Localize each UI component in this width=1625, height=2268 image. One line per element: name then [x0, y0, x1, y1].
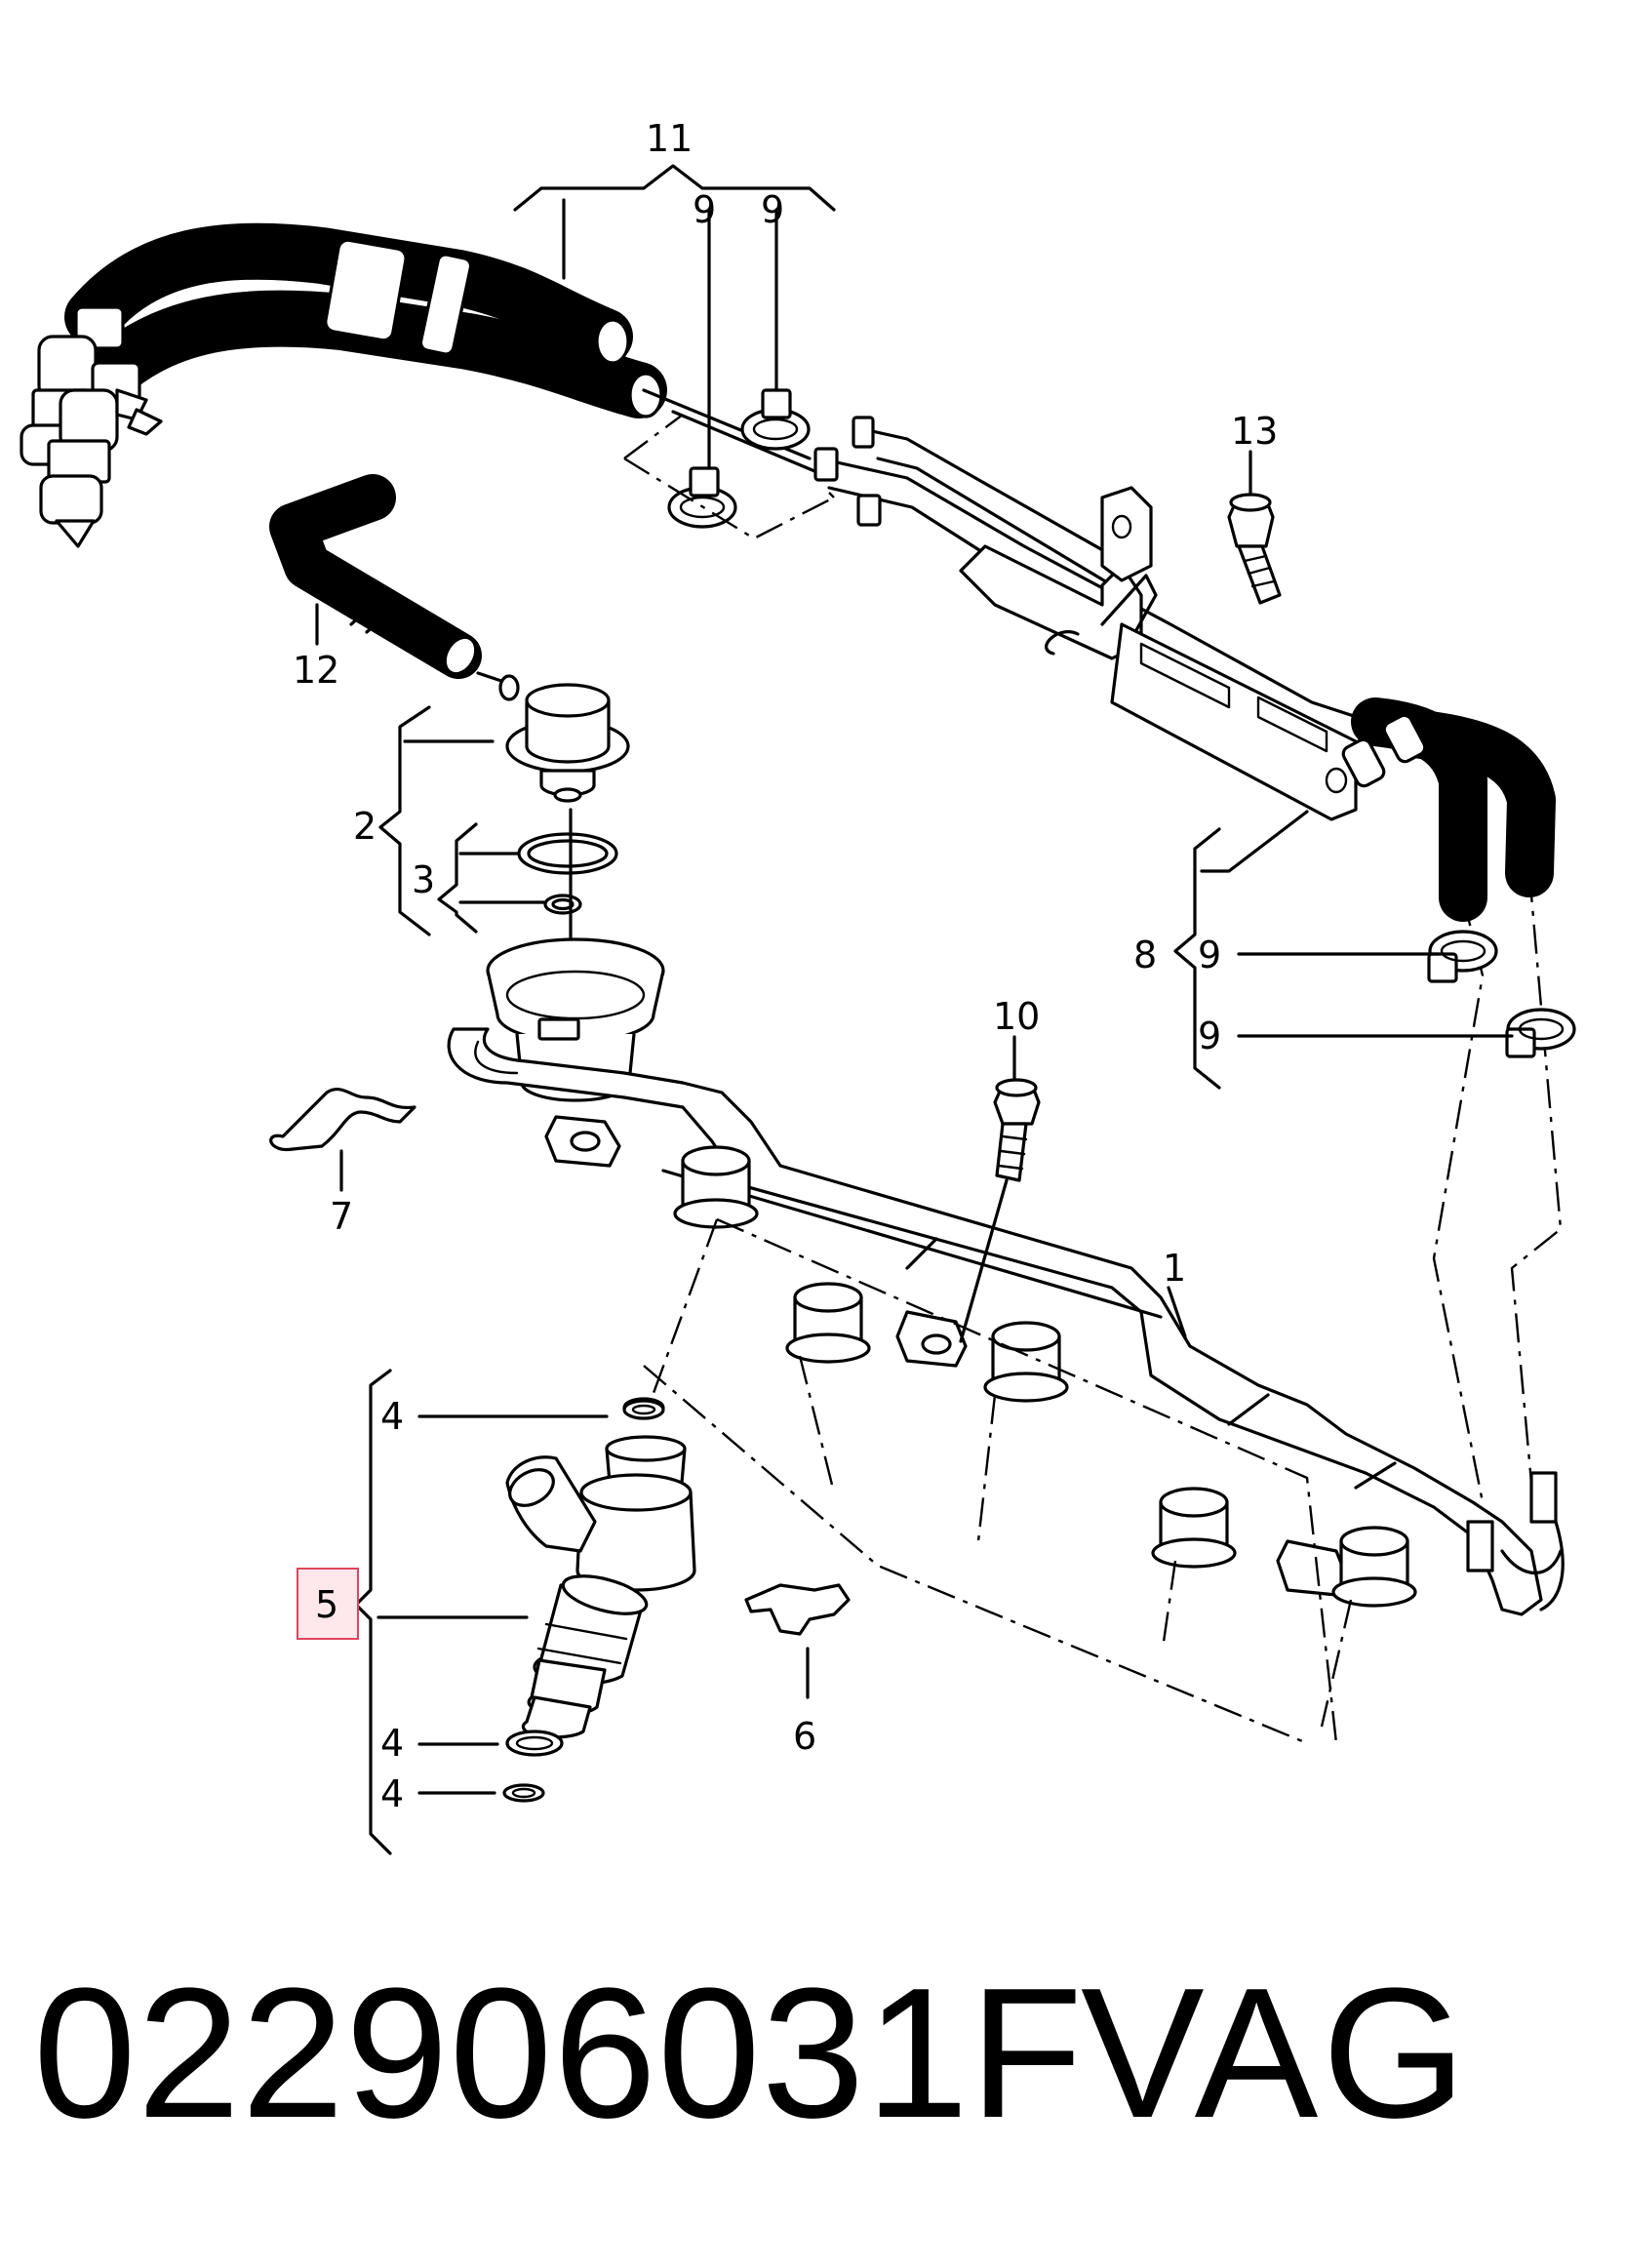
highlight-box-5: [297, 1568, 359, 1640]
label-2: 2: [353, 805, 377, 848]
hose-clamp-right-1[interactable]: [1427, 930, 1498, 983]
retaining-clip-7[interactable]: [269, 1087, 416, 1192]
o-ring-small[interactable]: [543, 894, 582, 915]
bracket-11: [513, 164, 836, 212]
hose-clamp-upper-1[interactable]: [667, 466, 737, 529]
injector-cup-5: [1331, 1526, 1417, 1608]
injector-cup-4: [1151, 1487, 1237, 1569]
label-12: 12: [293, 649, 339, 692]
fuel-rail[interactable]: [447, 937, 1565, 1616]
label-3: 3: [412, 858, 435, 901]
label-11: 11: [646, 117, 693, 160]
label-9-b: 9: [761, 188, 784, 231]
fuel-line-upper[interactable]: [813, 416, 1367, 821]
hose-assembly-right[interactable]: [1340, 697, 1556, 922]
label-10: 10: [993, 995, 1040, 1038]
part-number: 022906031F: [33, 1950, 1085, 2157]
hose-clamp-right-2[interactable]: [1505, 1008, 1576, 1058]
injector-o-ring-lower-2[interactable]: [502, 1783, 545, 1803]
fuel-pressure-regulator[interactable]: [476, 671, 630, 803]
label-8: 8: [1133, 934, 1157, 976]
hose-assembly[interactable]: [20, 222, 821, 548]
retaining-clip-6[interactable]: [744, 1583, 851, 1699]
label-4-a: 4: [380, 1395, 404, 1438]
label-7: 7: [330, 1195, 353, 1238]
vacuum-hose-12[interactable]: [269, 474, 482, 679]
bracket-8: [1173, 827, 1221, 1090]
injector-cup-3: [983, 1321, 1069, 1403]
injector-o-ring-lower-1[interactable]: [505, 1730, 564, 1757]
label-1: 1: [1163, 1247, 1186, 1290]
label-4-b: 4: [380, 1722, 404, 1765]
injector-o-ring-upper[interactable]: [622, 1399, 665, 1420]
bolt-10[interactable]: [959, 1035, 1041, 1343]
label-9-d: 9: [1198, 1015, 1221, 1057]
bolt-13[interactable]: [1227, 450, 1282, 605]
brand-name: VAG: [1081, 1950, 1471, 2157]
hose-clamp-upper-2[interactable]: [740, 388, 811, 451]
label-9-a: 9: [693, 188, 716, 231]
label-13: 13: [1231, 410, 1278, 453]
injector-cup-1: [673, 1145, 759, 1229]
fuel-injector[interactable]: [503, 1397, 696, 1739]
label-4-c: 4: [380, 1772, 404, 1815]
injector-cup-2: [785, 1282, 871, 1364]
label-6: 6: [793, 1715, 816, 1758]
o-ring-large[interactable]: [517, 832, 618, 875]
label-5: 5: [315, 1583, 338, 1626]
label-9-c: 9: [1198, 934, 1221, 976]
